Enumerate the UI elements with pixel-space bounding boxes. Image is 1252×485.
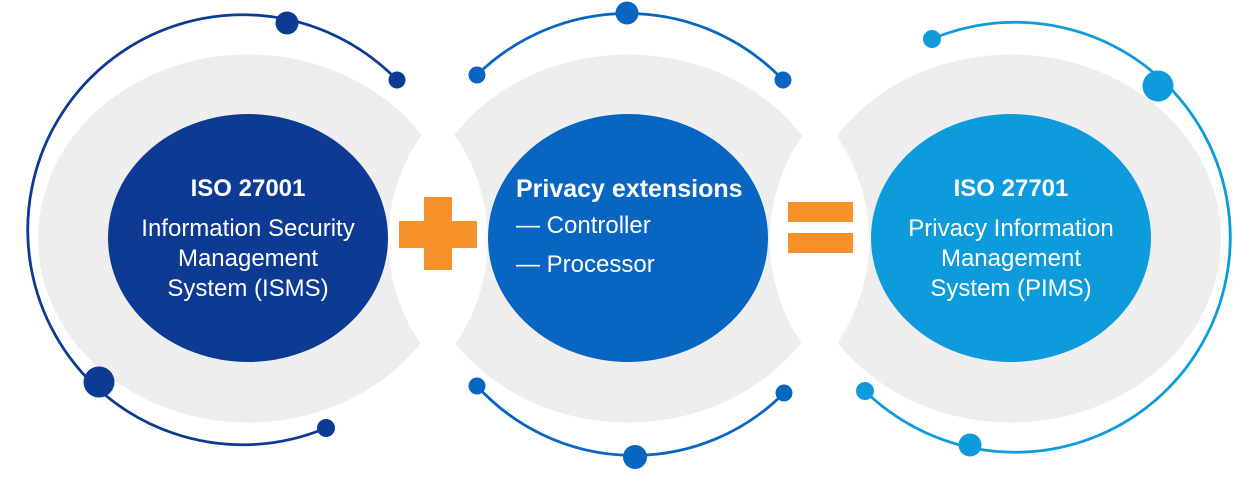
equals-top-bar [788, 202, 853, 222]
node-iso27001: ISO 27001 Information Security Managemen… [108, 176, 388, 304]
orbit-dot-icon [468, 66, 486, 84]
node-iso27001-line: Management [177, 245, 319, 272]
node-iso27701: ISO 27701 Privacy Information Management… [871, 176, 1151, 304]
orbit-dot-icon [774, 71, 792, 89]
node-iso27701-line: System (PIMS) [930, 275, 1092, 302]
orbit-dot-icon [958, 433, 982, 457]
circle-privacy [488, 114, 768, 362]
plus-icon [399, 197, 477, 270]
node-iso27001-title: ISO 27001 [190, 175, 306, 202]
orbit-arc-iso27001 [26, 13, 399, 447]
orbit-dot-icon [615, 1, 639, 25]
node-iso27001-line: System (ISMS) [167, 275, 329, 302]
orbit-iso27001 [26, 11, 406, 447]
orbit-arc-iso27701 [864, 20, 1232, 454]
equals-bottom-bar [788, 233, 853, 253]
orbit-dot-icon [468, 377, 486, 395]
node-iso27701-line: Management [940, 245, 1082, 272]
node-privacy-item: — Controller [516, 212, 651, 239]
node-privacy-title: Privacy extensions [516, 175, 743, 203]
orbit-dot-icon [388, 71, 406, 89]
node-privacy-list: — Controller — Processor [516, 206, 756, 284]
plus-vbar [424, 197, 452, 270]
orbit-dot-icon [275, 11, 299, 35]
node-privacy-extensions: Privacy extensions — Controller — Proces… [516, 176, 756, 284]
node-iso27701-title: ISO 27701 [953, 175, 1069, 202]
orbit-dot-icon [1142, 70, 1174, 102]
node-iso27001-body: Information Security Management System (… [108, 214, 388, 304]
orbit-privacy [468, 1, 793, 469]
circle-iso27001 [108, 114, 388, 362]
orbit-iso27701 [856, 20, 1232, 457]
orbit-dot-icon [83, 366, 115, 398]
equals-icon [788, 202, 853, 253]
node-iso27701-line: Privacy Information [908, 215, 1114, 242]
orbit-dot-icon [623, 445, 647, 469]
orbit-dot-icon [923, 30, 941, 48]
node-privacy-item: — Processor [516, 251, 655, 278]
orbit-dot-icon [775, 384, 793, 402]
orbit-dot-icon [317, 419, 335, 437]
circle-iso27701 [871, 114, 1151, 362]
orbit-dot-icon [856, 382, 874, 400]
node-iso27001-line: Information Security [141, 215, 355, 242]
node-iso27701-body: Privacy Information Management System (P… [871, 214, 1151, 304]
